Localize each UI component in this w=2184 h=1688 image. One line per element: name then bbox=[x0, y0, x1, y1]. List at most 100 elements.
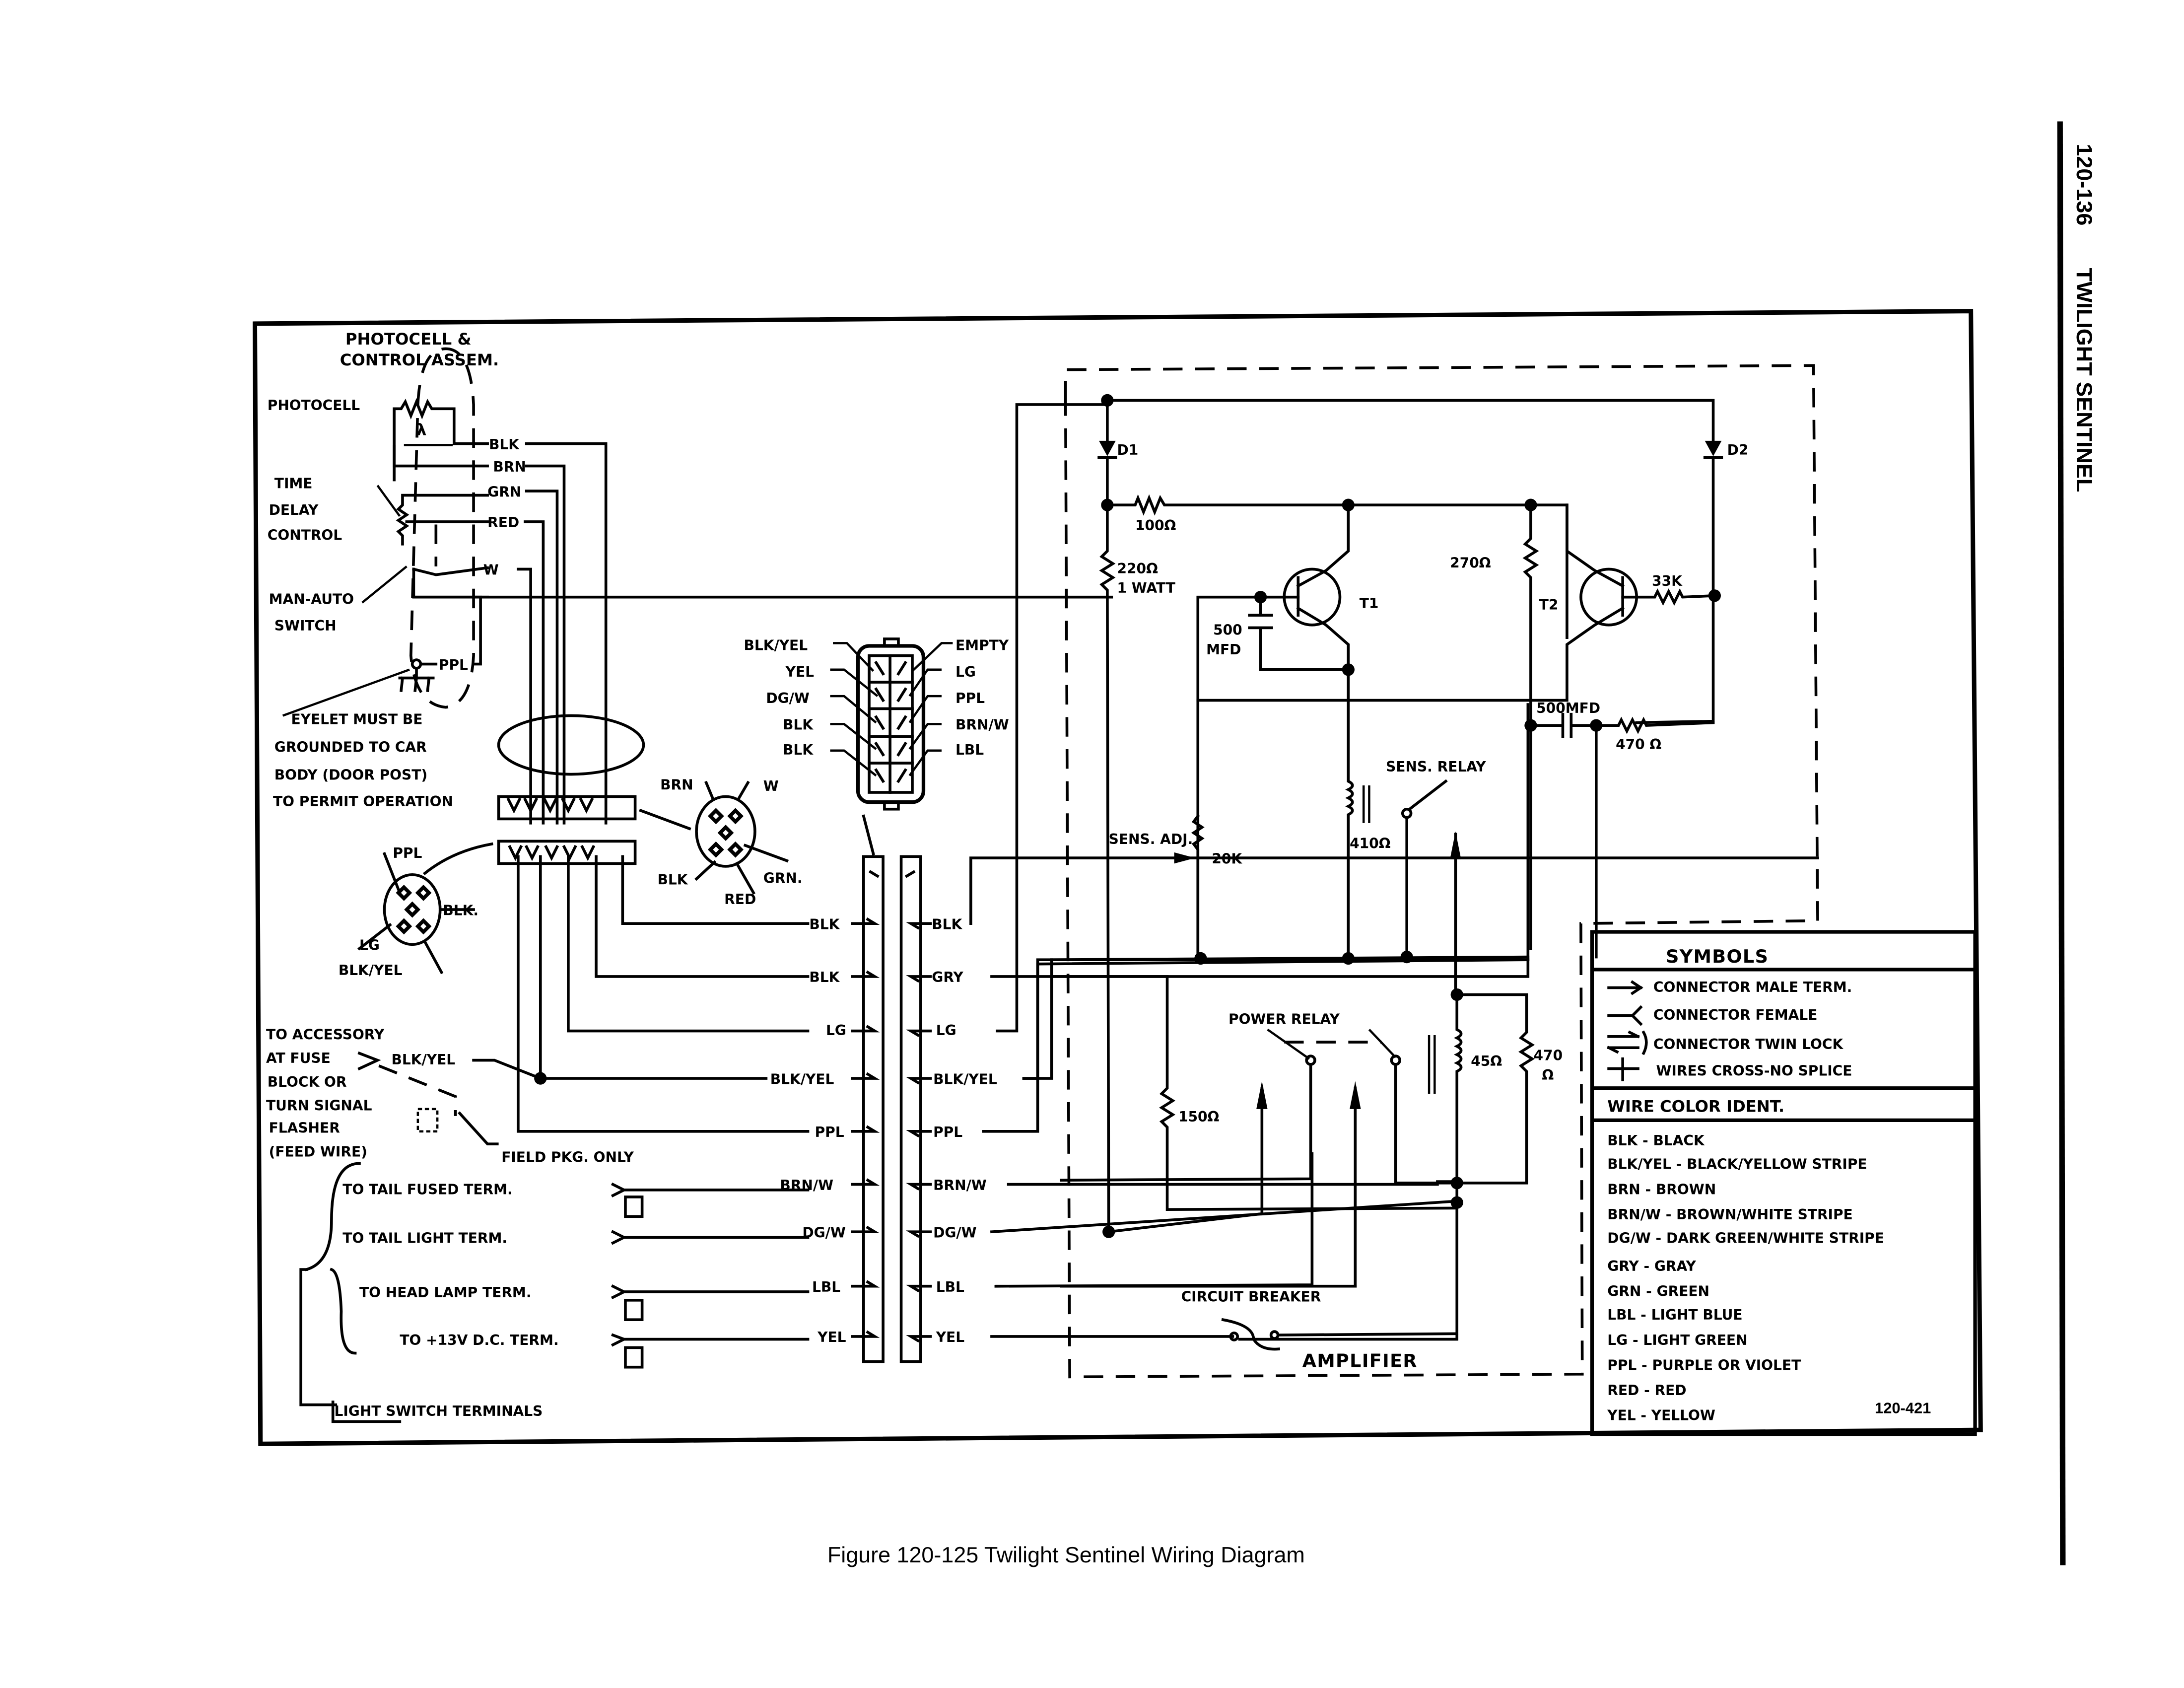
relay-actuator-arrow-icon bbox=[1450, 831, 1461, 859]
capacitor-500-icon bbox=[1248, 595, 1350, 671]
pin-label-empty: EMPTY bbox=[956, 637, 1009, 653]
circuit-breaker-icon bbox=[1221, 1318, 1281, 1351]
round-right-label-brn: BRN bbox=[660, 776, 693, 793]
male-term-icon bbox=[357, 1051, 381, 1071]
symbol-twin-lock: CONNECTOR TWIN LOCK bbox=[1653, 1036, 1844, 1053]
field-pkg-connector-icon bbox=[416, 1108, 439, 1133]
pin-label-blk-yel: BLK/YEL bbox=[744, 637, 808, 653]
resistor-150-icon bbox=[1050, 975, 1459, 1211]
junction-dot bbox=[1400, 950, 1413, 964]
t2-label: T2 bbox=[1539, 597, 1559, 613]
wire-label-red: RED bbox=[487, 514, 519, 531]
brace-stem bbox=[299, 1268, 338, 1407]
legend: SYMBOLS CONNECTOR MALE TERM. CONNECTOR F… bbox=[1590, 930, 1977, 1436]
accessory-note-5: FLASHER bbox=[269, 1120, 341, 1136]
lambda-symbol: λ bbox=[416, 421, 426, 439]
switch-label-1: MAN-AUTO bbox=[269, 591, 354, 608]
harness-wire-grn bbox=[525, 490, 559, 825]
round-left-label-blk-yel: BLK/YEL bbox=[339, 962, 403, 979]
t1-label: T1 bbox=[1360, 595, 1379, 612]
ground-bus bbox=[1050, 955, 1530, 962]
color-ident-item: YEL - YELLOW bbox=[1607, 1407, 1715, 1423]
r20k-label: 20K bbox=[1212, 850, 1242, 867]
head-lamp-label: TO HEAD LAMP TERM. bbox=[359, 1284, 532, 1301]
field-pkg-label: FIELD PKG. ONLY bbox=[501, 1149, 634, 1166]
figure-number: 120-421 bbox=[1875, 1399, 1931, 1416]
row-left-label: BLK bbox=[809, 969, 840, 985]
wire-brn-w bbox=[1007, 1180, 1459, 1186]
round-right-label-red: RED bbox=[724, 891, 756, 908]
r270-label: 270Ω bbox=[1450, 555, 1491, 571]
harness-wire-red bbox=[524, 520, 545, 825]
r150-label: 150Ω bbox=[1178, 1109, 1220, 1125]
eyelet-note: EYELET MUST BE GROUNDED TO CAR BODY (DOO… bbox=[273, 668, 453, 810]
tail-fused-label: TO TAIL FUSED TERM. bbox=[342, 1181, 512, 1197]
wire-label-blk: BLK bbox=[489, 436, 520, 453]
assembly-enclosure bbox=[409, 347, 475, 709]
harness-row: PPL PPL bbox=[815, 1124, 963, 1140]
resistor-470b-icon bbox=[1455, 993, 1535, 1185]
color-ident-item: DG/W - DARK GREEN/WHITE STRIPE bbox=[1607, 1230, 1884, 1247]
connector-5pin-male bbox=[497, 795, 637, 821]
capacitor-500b-icon bbox=[1529, 712, 1598, 959]
assembly-title-1: PHOTOCELL & bbox=[345, 330, 472, 349]
row-left-label: DG/W bbox=[802, 1224, 846, 1241]
d2-label: D2 bbox=[1727, 442, 1749, 458]
time-delay-label-3: CONTROL bbox=[268, 527, 342, 543]
harness-out-blk-yel bbox=[539, 855, 768, 1080]
plus-13v-label: TO +13V D.C. TERM. bbox=[400, 1332, 558, 1348]
amplifier: AMPLIFIER D1 D2 100Ω 220Ω 1 WATT T1 bbox=[1050, 364, 1819, 1379]
wire-label-w: W bbox=[483, 562, 499, 578]
wire-dg-w bbox=[990, 1199, 1459, 1234]
r470b-label-1: 470 bbox=[1534, 1048, 1563, 1064]
eyelet-pointer bbox=[282, 668, 410, 717]
harness-rows: BLK BLK BLK GRY LG LG BLK/YEL BLK/YEL PP… bbox=[770, 870, 997, 1345]
accessory-note-3: BLOCK OR bbox=[268, 1074, 347, 1090]
round-left-label-lg: LG bbox=[359, 937, 380, 954]
resistor-270-icon bbox=[1522, 503, 1539, 950]
color-ident-item: BRN/W - BROWN/WHITE STRIPE bbox=[1607, 1206, 1852, 1223]
field-pkg-dash bbox=[378, 1064, 457, 1116]
twin-lock-icon bbox=[624, 1299, 644, 1321]
round-left-label-blk: BLK. bbox=[443, 902, 478, 918]
accessory-note-2: AT FUSE bbox=[266, 1050, 331, 1066]
light-switch-group-label: LIGHT SWITCH TERMINALS bbox=[334, 1403, 543, 1419]
wire-label-brn: BRN bbox=[493, 459, 526, 475]
circuit-breaker-terminal-icon bbox=[1269, 1330, 1280, 1340]
brn-wire-stub bbox=[393, 445, 489, 468]
time-delay-label-1: TIME bbox=[274, 475, 313, 492]
male-terminal-arrows bbox=[851, 917, 880, 1338]
harness-strip-female bbox=[899, 855, 922, 1363]
row-right-label: YEL bbox=[936, 1329, 964, 1345]
r33k-label: 33K bbox=[1652, 573, 1683, 589]
symbol-female: CONNECTOR FEMALE bbox=[1653, 1007, 1818, 1023]
color-ident-item: BRN - BROWN bbox=[1607, 1181, 1716, 1197]
tail-light-label: TO TAIL LIGHT TERM. bbox=[342, 1230, 507, 1247]
sens-adj-label: SENS. ADJ. bbox=[1109, 831, 1193, 847]
sens-relay-coil-icon bbox=[1345, 668, 1354, 959]
wire-label-grn: GRN bbox=[487, 484, 521, 500]
color-ident-item: BLK - BLACK bbox=[1607, 1132, 1705, 1149]
round-connector-left: PPL BLK. LG BLK/YEL bbox=[339, 842, 493, 979]
round-connector-right: BRN W BLK GRN. RED bbox=[639, 776, 803, 908]
harness-wire-w bbox=[517, 567, 532, 825]
row-left-label: BLK bbox=[809, 916, 840, 932]
color-ident-item: RED - RED bbox=[1607, 1382, 1686, 1399]
color-ident-item: BLK/YEL - BLACK/YELLOW STRIPE bbox=[1607, 1156, 1867, 1173]
accessory-note-4: TURN SIGNAL bbox=[266, 1098, 372, 1114]
twin-lock-icon bbox=[624, 1196, 644, 1218]
color-ident-item: PPL - PURPLE OR VIOLET bbox=[1607, 1357, 1801, 1373]
power-relay-arrow-2-icon bbox=[1350, 1081, 1361, 1109]
round-left-label-ppl: PPL bbox=[393, 845, 422, 861]
pin-label-blk-1: BLK bbox=[783, 717, 814, 733]
twin-lock-icon bbox=[624, 1346, 644, 1369]
color-ident-item: LBL - LIGHT BLUE bbox=[1607, 1307, 1742, 1323]
color-ident-item: GRY - GRAY bbox=[1607, 1258, 1696, 1274]
time-delay-pointer bbox=[376, 485, 401, 517]
c500b-label: 500MFD bbox=[1536, 700, 1600, 716]
page-section-title: TWILIGHT SENTINEL bbox=[2072, 268, 2097, 492]
wire-ppl bbox=[982, 958, 1530, 1133]
mating-arrow-icon-3 bbox=[862, 814, 875, 856]
photocell-label: PHOTOCELL bbox=[268, 397, 360, 414]
